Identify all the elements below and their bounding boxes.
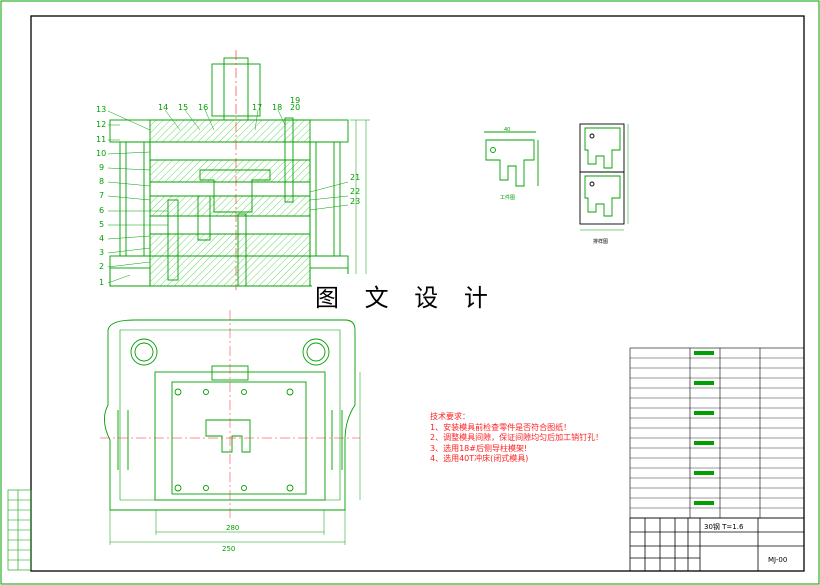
part-number: 17 — [252, 103, 262, 112]
part-number: 1 — [99, 278, 104, 287]
parts-list-marker — [694, 441, 714, 445]
tech-title: 技术要求： — [430, 412, 470, 421]
part-number: 22 — [350, 187, 360, 196]
part-number: 13 — [96, 105, 106, 114]
technical-requirements: 技术要求： 1、安装模具前检查零件是否符合图纸！ 2、调整模具间隙，保证间隙均匀… — [430, 412, 603, 465]
tech-item: 1、安装模具前检查零件是否符合图纸！ — [430, 422, 572, 432]
plan-centerlines — [100, 310, 360, 520]
strip-layout-view — [579, 123, 629, 231]
part-number: 19 — [290, 96, 300, 105]
part-number: 4 — [99, 234, 104, 243]
strip-layout-label: 排样图 — [593, 238, 608, 245]
dimension-width-inner: 280 — [226, 524, 239, 532]
tech-item: 3、选用18#后侧导柱模架! — [430, 443, 528, 453]
parts-list — [629, 347, 805, 519]
part-number: 14 — [158, 103, 168, 112]
part-number: 23 — [350, 197, 360, 206]
parts-list-marker — [694, 501, 714, 505]
part-number: 6 — [99, 206, 104, 215]
part-number: 18 — [272, 103, 282, 112]
binding-margin — [7, 489, 32, 571]
part-number: 15 — [178, 103, 188, 112]
part-number: 9 — [99, 163, 104, 172]
workpiece-label: 工件图 — [500, 194, 515, 201]
parts-list-marker — [694, 351, 714, 355]
inner-border — [30, 15, 805, 572]
die-section-view — [109, 50, 349, 290]
part-leaders — [107, 109, 349, 284]
title-block-material: 30钢 T=1.6 — [704, 523, 744, 531]
workpiece-view — [484, 131, 539, 187]
part-number: 5 — [99, 220, 104, 229]
dimension-width-outer: 250 — [222, 545, 235, 553]
part-number: 7 — [99, 191, 104, 200]
watermark-text: 图 文 设 计 — [312, 274, 500, 316]
parts-list-marker — [694, 411, 714, 415]
part-number: 2 — [99, 262, 104, 271]
tech-item: 2、调整模具间隙，保证间隙均匀后加工销钉孔！ — [430, 433, 604, 442]
part-number: 8 — [99, 177, 104, 186]
die-plan-view — [104, 319, 356, 511]
part-number: 20 — [290, 103, 300, 112]
part-number: 3 — [99, 248, 104, 257]
part-number-labels: 1 2 3 4 5 6 7 8 9 10 11 12 13 14 15 16 1… — [96, 96, 360, 287]
parts-list-marker — [694, 381, 714, 385]
plan-dimensions — [109, 372, 361, 545]
part-number: 21 — [350, 173, 360, 182]
tech-item: 4、选用40T冲床(闭式模具) — [430, 454, 529, 463]
part-number: 12 — [96, 120, 106, 129]
part-number: 11 — [96, 135, 106, 144]
part-number: 16 — [198, 103, 208, 112]
parts-list-marker — [694, 471, 714, 475]
parts-list-rows — [630, 351, 804, 509]
part-number: 10 — [96, 149, 106, 158]
dimension-workpiece: 40 — [504, 127, 510, 133]
title-block-drawing-number: MJ-00 — [768, 556, 788, 564]
title-block — [629, 517, 805, 572]
